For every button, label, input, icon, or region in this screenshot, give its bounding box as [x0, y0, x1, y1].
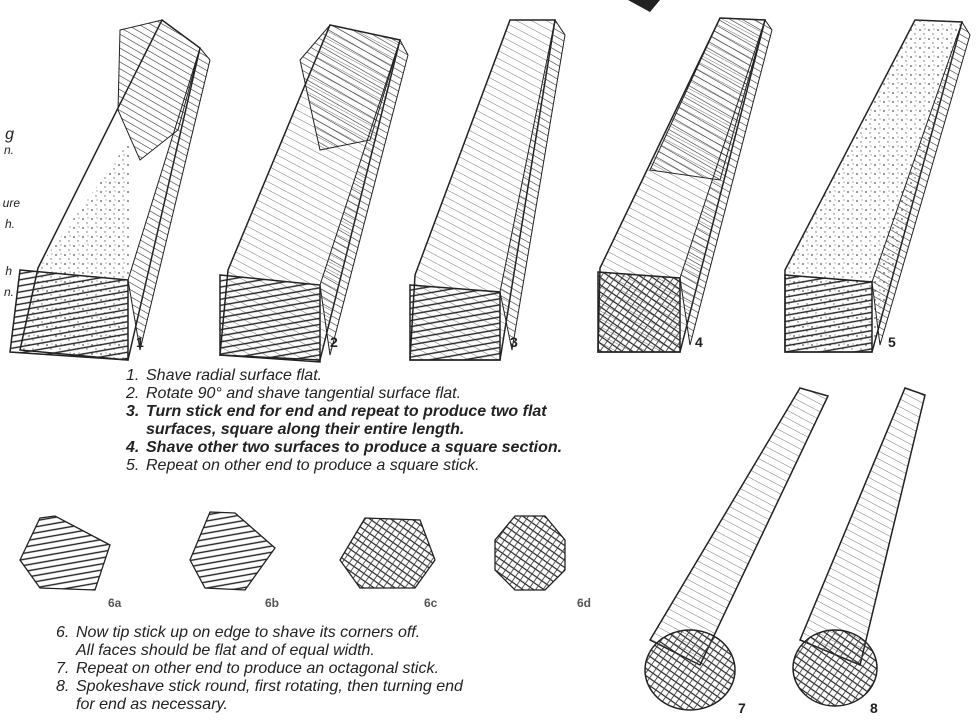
stick-3-drawing: [410, 20, 565, 360]
step-number: 1.: [126, 367, 146, 385]
step-text: Shave other two surfaces to produce a sq…: [146, 439, 562, 457]
stick-1-drawing: [10, 20, 210, 360]
stick-2-drawing: [220, 25, 408, 362]
figure-label-2: 2: [330, 334, 338, 350]
step-8: 8.Spokeshave stick round, first rotating…: [56, 678, 463, 696]
step-text: surfaces, square along their entire leng…: [146, 421, 464, 439]
figure-label-1: 1: [136, 334, 144, 350]
step-3: 3.Turn stick end for end and repeat to p…: [126, 403, 562, 421]
figure-label-8: 8: [870, 700, 878, 716]
section-6a-drawing: [20, 516, 110, 590]
step-text: Rotate 90° and shave tangential surface …: [146, 385, 461, 403]
step-number: 7.: [56, 660, 76, 678]
step-2: 2.Rotate 90° and shave tangential surfac…: [126, 385, 562, 403]
figure-label-6b: 6b: [265, 596, 279, 610]
figure-label-6c: 6c: [424, 596, 437, 610]
step-5: 5.Repeat on other end to produce a squar…: [126, 457, 562, 475]
stick-8-drawing: [793, 388, 925, 706]
step-6: 6.Now tip stick up on edge to shave its …: [56, 624, 463, 642]
step-6-continued: All faces should be flat and of equal wi…: [56, 642, 463, 660]
instructions-steps-6-8: 6.Now tip stick up on edge to shave its …: [56, 624, 463, 714]
step-number: 8.: [56, 678, 76, 696]
section-6c-drawing: [340, 518, 435, 588]
figure-label-7: 7: [738, 700, 746, 716]
figure-label-5: 5: [888, 334, 896, 350]
corner-fragment: [628, 0, 660, 12]
figure-label-4: 4: [695, 334, 703, 350]
step-text: Repeat on other end to produce an octago…: [76, 660, 439, 678]
stick-5-drawing: [785, 20, 970, 352]
step-text: All faces should be flat and of equal wi…: [76, 642, 375, 660]
step-text: for end as necessary.: [76, 696, 228, 714]
figure-label-6a: 6a: [108, 596, 121, 610]
step-text: Now tip stick up on edge to shave its co…: [76, 624, 420, 642]
stick-4-drawing: [598, 18, 772, 352]
step-number: 6.: [56, 624, 76, 642]
step-number: 2.: [126, 385, 146, 403]
step-7: 7.Repeat on other end to produce an octa…: [56, 660, 463, 678]
step-3-continued: surfaces, square along their entire leng…: [126, 421, 562, 439]
figure-label-6d: 6d: [577, 596, 591, 610]
step-text: Repeat on other end to produce a square …: [146, 457, 480, 475]
step-number: 3.: [126, 403, 146, 421]
step-1: 1.Shave radial surface flat.: [126, 367, 562, 385]
step-4: 4.Shave other two surfaces to produce a …: [126, 439, 562, 457]
step-text: Spokeshave stick round, first rotating, …: [76, 678, 463, 696]
step-number: 4.: [126, 439, 146, 457]
section-6b-drawing: [190, 512, 275, 590]
step-number: 5.: [126, 457, 146, 475]
figure-label-3: 3: [510, 334, 518, 350]
instructions-steps-1-5: 1.Shave radial surface flat. 2.Rotate 90…: [126, 367, 562, 475]
step-8-continued: for end as necessary.: [56, 696, 463, 714]
step-text: Shave radial surface flat.: [146, 367, 322, 385]
step-text: Turn stick end for end and repeat to pro…: [146, 403, 547, 421]
section-6d-drawing: [495, 516, 565, 590]
